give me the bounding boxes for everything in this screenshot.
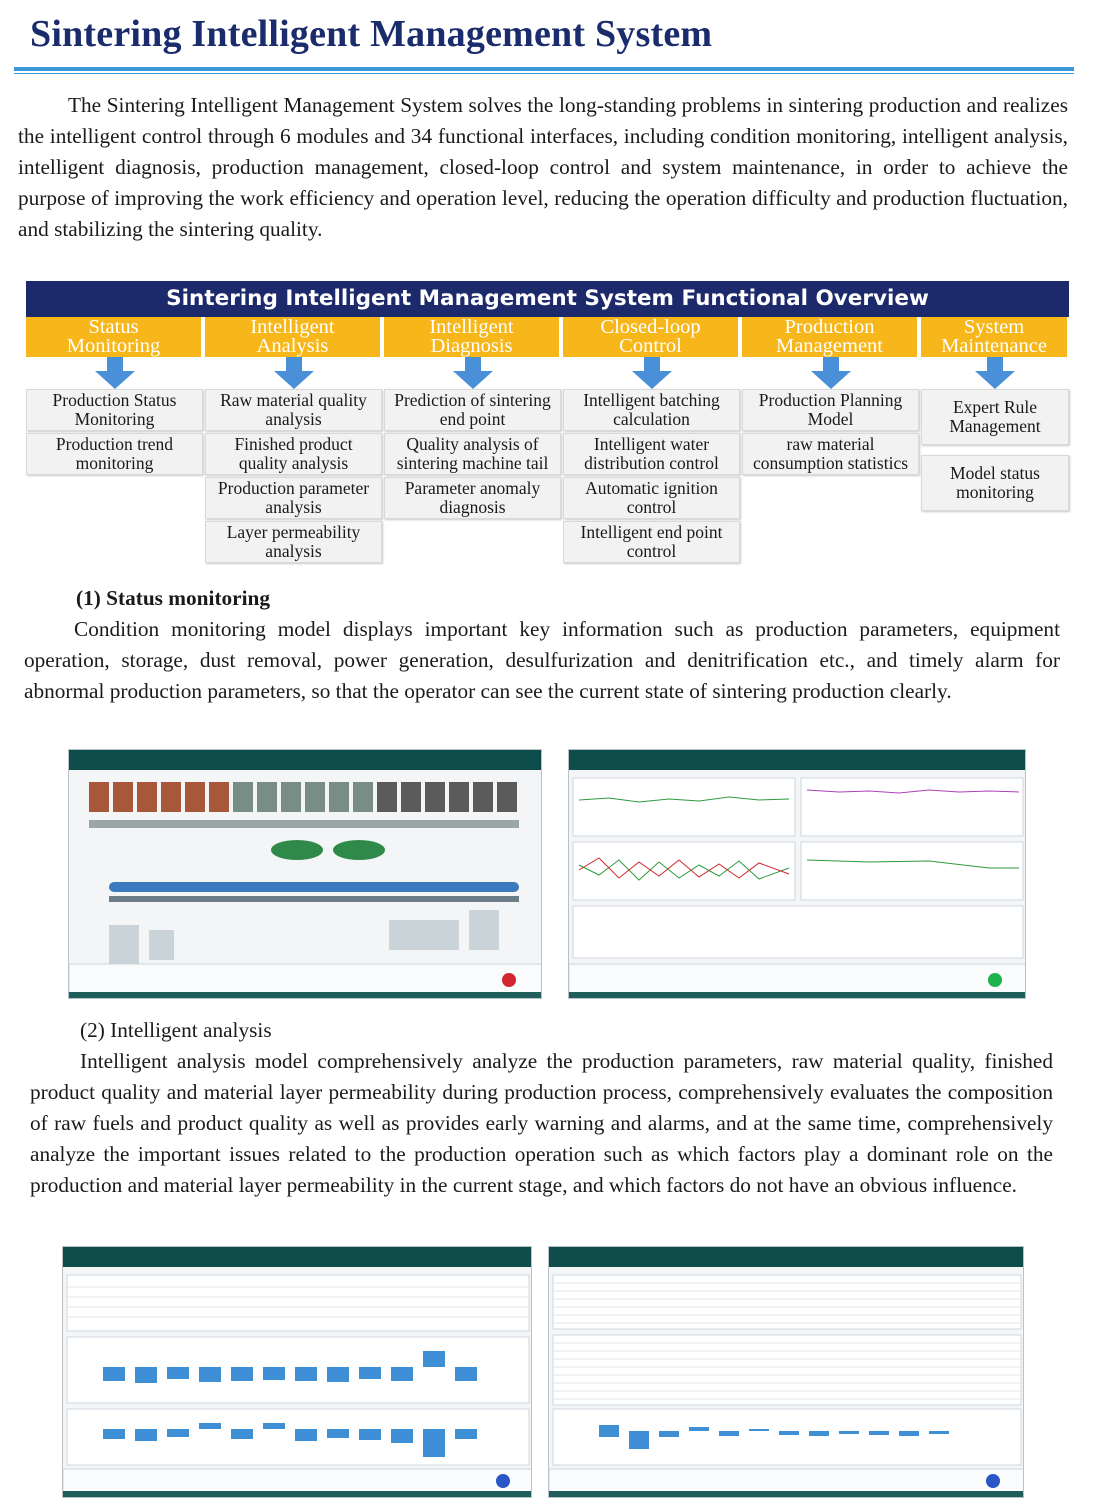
section2-heading: (2) Intelligent analysis [80, 1018, 272, 1042]
down-arrow-icon [921, 357, 1069, 389]
process-flow-graphic [69, 770, 541, 998]
title-rule [14, 67, 1074, 71]
module-item: raw material consumption statistics [742, 433, 919, 475]
down-arrow-icon [384, 357, 561, 389]
intelligent-analysis-screenshot-2 [548, 1246, 1024, 1498]
screenshot-title-bar [69, 750, 541, 770]
module-item: Intelligent batching calculation [563, 389, 740, 431]
bar-charts-graphic [63, 1247, 531, 1497]
status-monitoring-screenshot-1 [68, 749, 542, 999]
trend-charts-graphic [569, 750, 1025, 998]
module-item: Finished product quality analysis [205, 433, 382, 475]
module-heading: System Maintenance [921, 317, 1069, 357]
intro-paragraph: The Sintering Intelligent Management Sys… [18, 93, 1068, 241]
module-heading: Status Monitoring [26, 317, 203, 357]
module-item: Parameter anomaly diagnosis [384, 477, 561, 519]
module-item: Production Planning Model [742, 389, 919, 431]
section1-body: Condition monitoring model displays impo… [24, 617, 1060, 703]
module-item: Raw material quality analysis [205, 389, 382, 431]
module-item: Model status monitoring [921, 455, 1069, 511]
overview-header: Sintering Intelligent Management System … [26, 281, 1069, 317]
module-heading: Production Management [742, 317, 919, 357]
module-item: Intelligent water distribution control [563, 433, 740, 475]
down-arrow-icon [26, 357, 203, 389]
module-item: Automatic ignition control [563, 477, 740, 519]
module-item: Intelligent end point control [563, 521, 740, 563]
page-title: Sintering Intelligent Management System [30, 13, 713, 55]
module-heading: Intelligent Diagnosis [384, 317, 561, 357]
module-item: Production parameter analysis [205, 477, 382, 519]
down-arrow-icon [563, 357, 740, 389]
title-rule-thin [14, 73, 1074, 74]
table-bar-chart-graphic [549, 1247, 1023, 1497]
section2-body: Intelligent analysis model comprehensive… [30, 1049, 1053, 1197]
module-item: Production Status Monitoring [26, 389, 203, 431]
status-monitoring-screenshot-2 [568, 749, 1026, 999]
down-arrow-icon [742, 357, 919, 389]
module-heading: Intelligent Analysis [205, 317, 382, 357]
module-item: Production trend monitoring [26, 433, 203, 475]
module-item: Layer permeability analysis [205, 521, 382, 563]
module-heading: Closed-loop Control [563, 317, 740, 357]
section1-heading: (1) Status monitoring [76, 586, 271, 610]
intelligent-analysis-screenshot-1 [62, 1246, 532, 1498]
module-item: Prediction of sintering end point [384, 389, 561, 431]
module-item: Quality analysis of sintering machine ta… [384, 433, 561, 475]
module-item: Expert Rule Management [921, 389, 1069, 445]
down-arrow-icon [205, 357, 382, 389]
